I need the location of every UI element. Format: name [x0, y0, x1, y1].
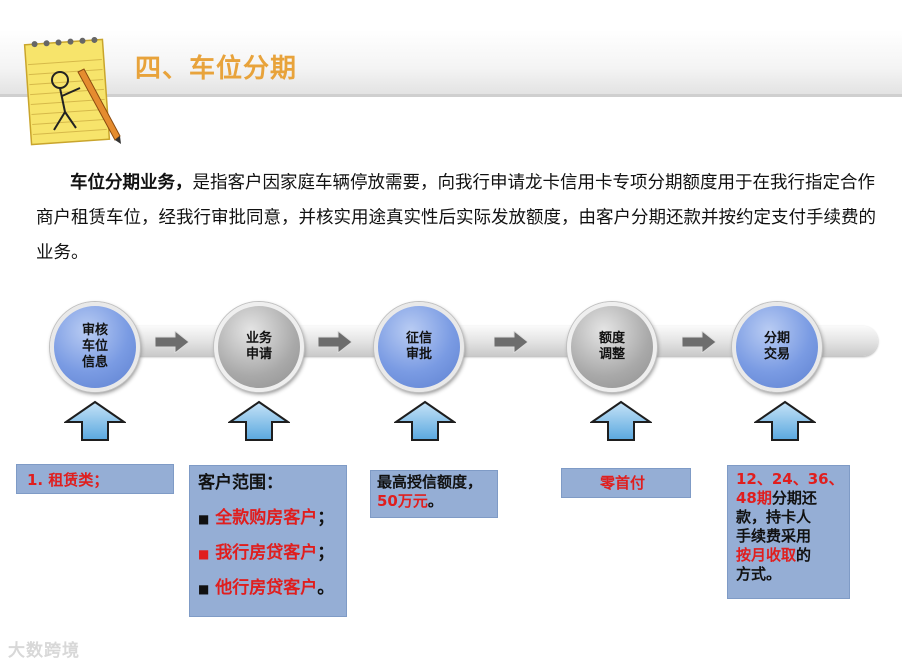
box-credit-limit: 最高授信额度，50万元。 [370, 470, 498, 518]
list-item: ■ 我行房贷客户； [198, 543, 335, 563]
intro-paragraph: 车位分期业务，是指客户因家庭车辆停放需要，向我行申请龙卡信用卡专项分期额度用于在… [36, 166, 881, 271]
box-lease-type: 1. 租赁类； [16, 464, 174, 494]
up-arrow-icon [394, 400, 456, 441]
right-arrow-icon [494, 331, 528, 353]
step-credit-approval: 征信审批 [374, 302, 464, 392]
up-arrow-icon [754, 400, 816, 441]
step-limit-adjust: 额度调整 [567, 302, 657, 392]
right-arrow-icon [682, 331, 716, 353]
list-item: ■ 他行房贷客户。 [198, 578, 335, 598]
intro-lead: 车位分期业务， [70, 173, 193, 193]
right-arrow-icon [318, 331, 352, 353]
box-installment-terms: 12、24、36、 48期分期还 款，持卡人 手续费采用 按月收取的 方式。 [727, 465, 850, 599]
up-arrow-icon [64, 400, 126, 441]
step-business-apply: 业务申请 [214, 302, 304, 392]
notepad-pencil-icon [23, 36, 121, 146]
right-arrow-icon [155, 331, 189, 353]
up-arrow-icon [590, 400, 652, 441]
page-title: 四、车位分期 [135, 54, 298, 84]
box-customer-scope: 客户范围： ■ 全款购房客户； ■ 我行房贷客户； ■ 他行房贷客户。 [189, 465, 347, 617]
watermark: 大数跨境 [8, 641, 80, 661]
step-review-parking: 审核车位信息 [50, 302, 140, 392]
intro-body: 是指客户因家庭车辆停放需要，向我行申请龙卡信用卡专项分期额度用于在我行指定合作商… [36, 173, 876, 263]
title-divider [0, 94, 902, 97]
title-bar [0, 30, 902, 94]
list-item: ■ 全款购房客户； [198, 508, 335, 528]
box-zero-down: 零首付 [561, 468, 691, 498]
step-installment-trade: 分期交易 [732, 302, 822, 392]
up-arrow-icon [228, 400, 290, 441]
